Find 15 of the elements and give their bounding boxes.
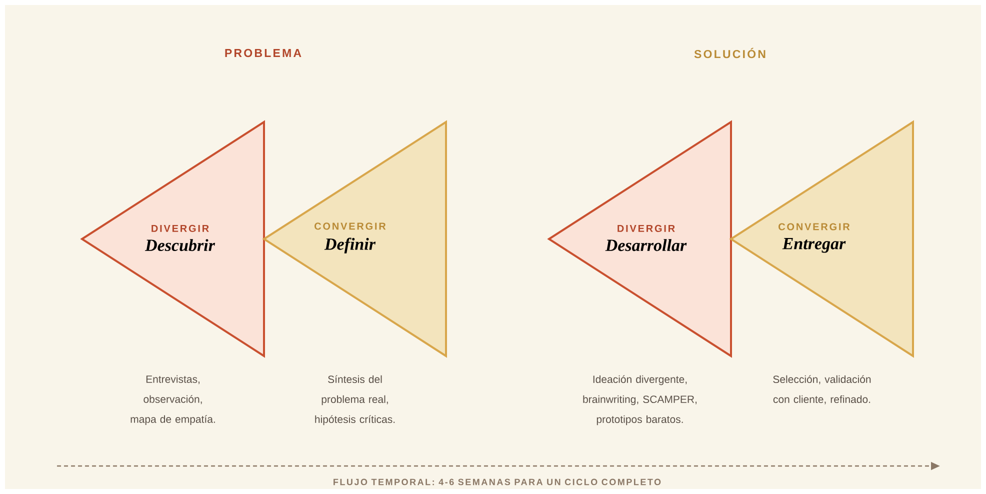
phase-type: CONVERGIR — [314, 222, 386, 230]
phase-name: Definir — [324, 238, 376, 254]
description-text: Selección, validación con cliente, refinado. — [773, 375, 871, 404]
phase-name: Desarrollar — [605, 239, 687, 252]
phase-type: DIVERGIR — [618, 224, 675, 232]
description-text: Síntesis del problema real, hipótesis críticas. — [315, 375, 395, 426]
phase-name: Descubrir — [144, 239, 216, 252]
description-text: Entrevistas, observación, mapa de empatía. — [130, 375, 215, 425]
phase-name: Entregar — [782, 238, 846, 253]
phase-type: DIVERGIR — [152, 224, 209, 232]
timeline-caption: FLUJO TEMPORAL: 4-6 SEMANAS PARA UN CICLO COMPLETO — [334, 478, 661, 486]
section-title: SOLUCIÓN — [694, 48, 766, 58]
section-title: PROBLEMA — [225, 48, 302, 58]
description-text: Ideación divergente, brainwriting, SCAMPER, prototipos baratos. — [583, 375, 697, 426]
phase-type: CONVERGIR — [778, 223, 850, 230]
